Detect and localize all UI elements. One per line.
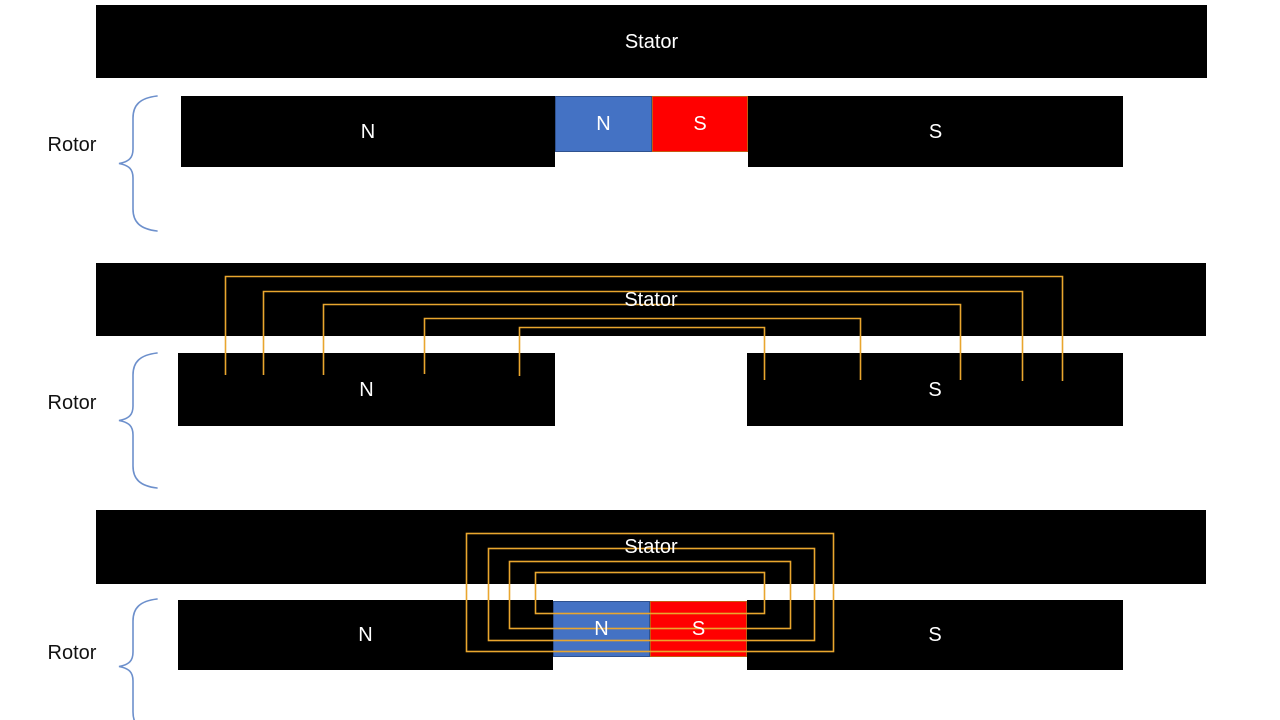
rotor-pole-n-label-2: N [359, 378, 374, 401]
magnet-south-1: S [652, 96, 748, 152]
rotor-pole-s-label-3: S [928, 624, 942, 646]
stator-label-1: Stator [624, 30, 679, 53]
stator-bar-3: Stator [96, 510, 1206, 584]
rotor-pole-n-3: N [178, 600, 553, 670]
magnet-north-1: N [555, 96, 652, 152]
rotor-pole-n-label-3: N [358, 624, 373, 646]
rotor-pole-n-1: N [181, 96, 555, 167]
rotor-label-2: Rotor [47, 392, 97, 414]
rotor-label-3: Rotor [47, 642, 97, 664]
stator-bar-2: Stator [96, 263, 1206, 336]
rotor-pole-n-2: N [178, 353, 555, 426]
rotor-pole-s-1: S [748, 96, 1123, 167]
stator-bar-1: Stator [96, 5, 1207, 78]
rotor-pole-s-3: S [747, 600, 1123, 670]
magnet-south-label-1: S [693, 113, 707, 135]
magnet-south-label-3: S [691, 618, 706, 640]
rotor-label-1: Rotor [47, 134, 97, 156]
rotor-pole-s-2: S [747, 353, 1123, 426]
rotor-brace-1 [118, 95, 158, 232]
rotor-brace-2 [118, 352, 158, 489]
magnet-north-label-1: N [596, 113, 611, 135]
rotor-pole-s-label-1: S [928, 120, 943, 143]
stator-label-2: Stator [624, 288, 678, 311]
magnet-north-label-3: N [594, 618, 609, 640]
magnet-north-3: N [553, 601, 650, 657]
rotor-brace-3 [118, 598, 158, 720]
rotor-pole-s-label-2: S [928, 378, 942, 401]
rotor-pole-n-label-1: N [360, 120, 376, 143]
stator-label-3: Stator [624, 536, 678, 558]
magnet-south-3: S [650, 601, 747, 657]
